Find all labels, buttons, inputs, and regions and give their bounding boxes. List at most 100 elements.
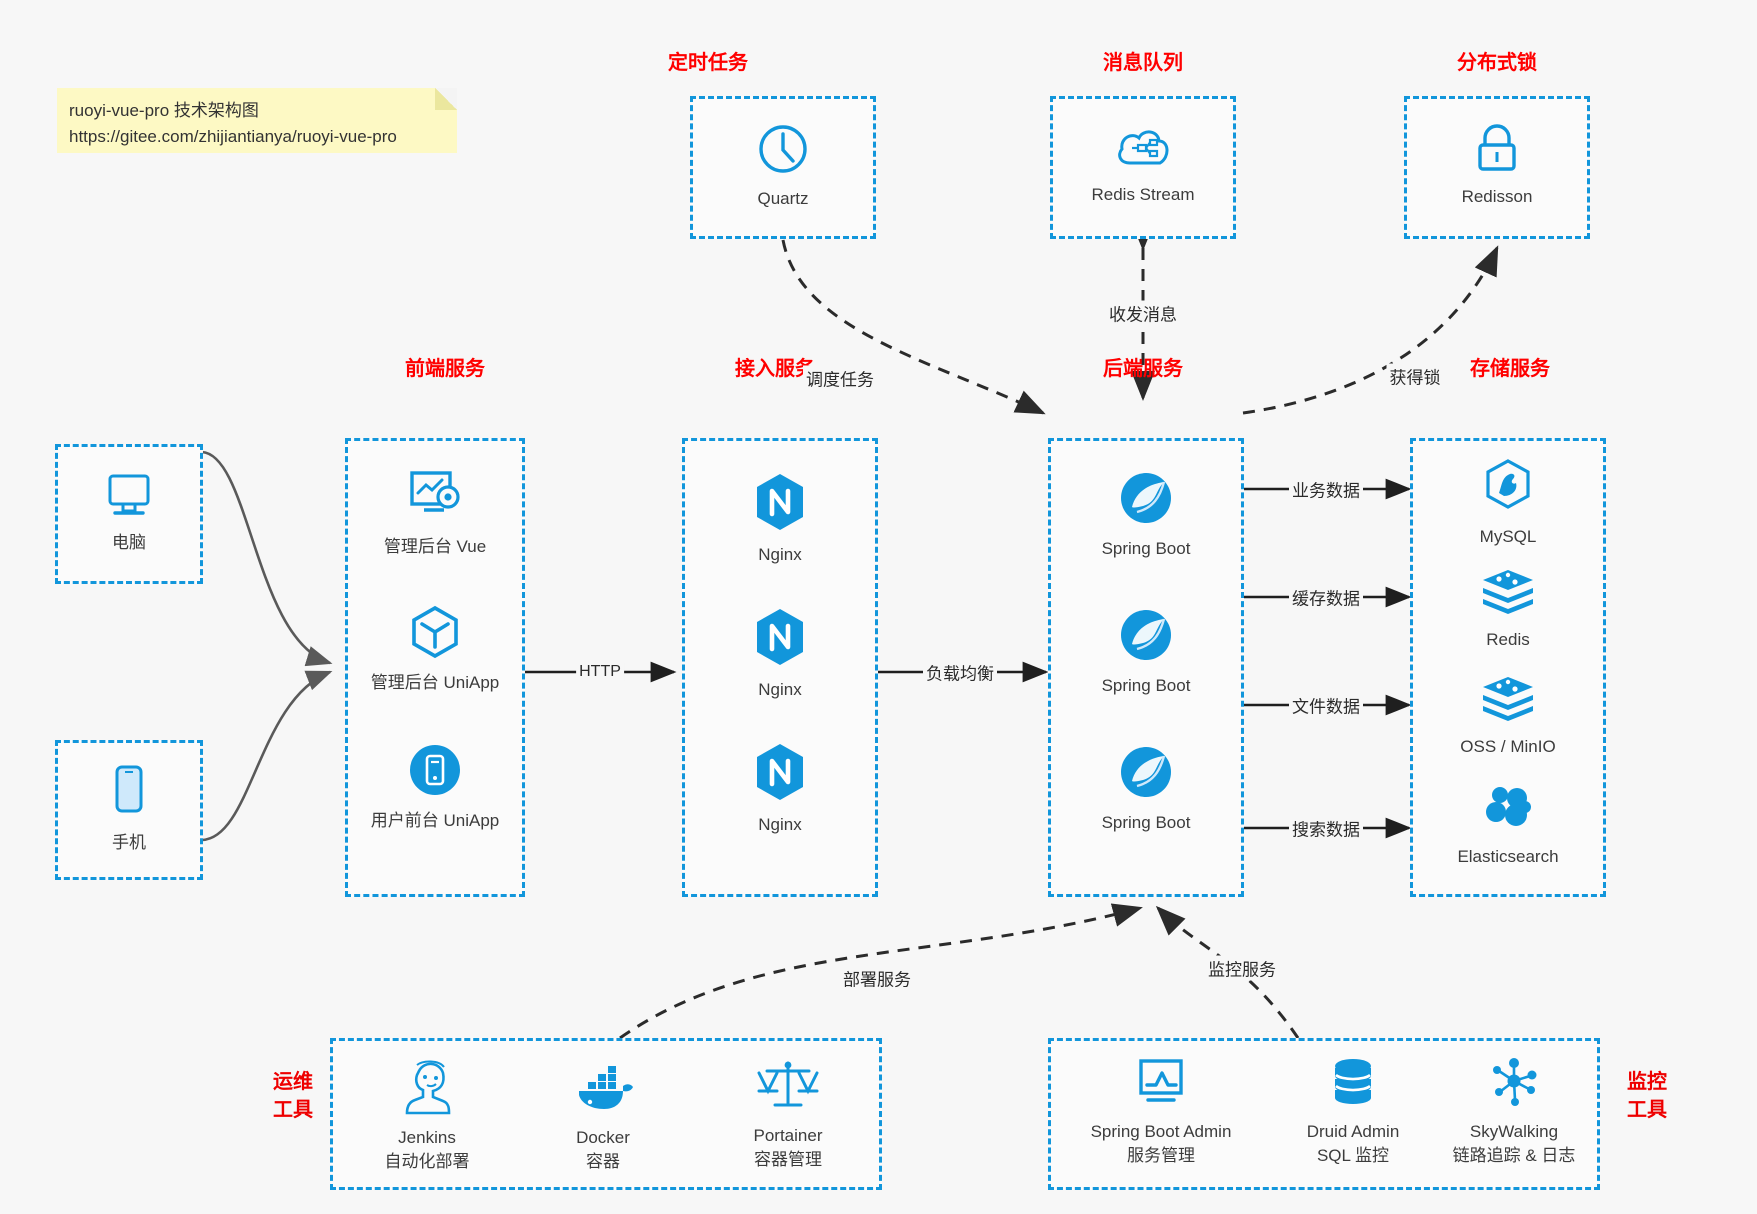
- edge-label-load-balance: 负载均衡: [923, 659, 997, 685]
- redis-icon: [1413, 566, 1603, 623]
- node-sublabel: SQL 监控: [1316, 1146, 1390, 1165]
- node-label: 用户前台 UniApp: [370, 811, 500, 830]
- devops-title-line1: 运维: [273, 1071, 313, 1093]
- node-oss-minio[interactable]: OSS / MinIO: [1413, 673, 1603, 758]
- spring-icon: [1051, 469, 1241, 532]
- node-label: Docker: [576, 1128, 630, 1147]
- group-title-message-queue: 消息队列: [1103, 52, 1183, 74]
- edge-label-send-receive-message: 收发消息: [1106, 300, 1180, 326]
- node-portainer[interactable]: Portainer 容器管理: [705, 1055, 871, 1172]
- lock-icon: [1407, 121, 1587, 180]
- node-user-uniapp[interactable]: 用户前台 UniApp: [348, 741, 522, 832]
- nginx-icon: [685, 606, 875, 673]
- devops-title-line2: 工具: [273, 1099, 313, 1121]
- group-title-distributed-lock: 分布式锁: [1457, 52, 1537, 74]
- node-label: 管理后台 Vue: [383, 537, 487, 556]
- node-label: Redis Stream: [1091, 185, 1195, 204]
- note-title: ruoyi-vue-pro 技术架构图: [69, 101, 259, 120]
- node-label: Druid Admin: [1306, 1122, 1400, 1141]
- clock-icon: [693, 121, 873, 182]
- node-admin-vue[interactable]: 管理后台 Vue: [348, 467, 522, 558]
- node-label: 手机: [112, 833, 146, 852]
- dashboard-settings-icon: [348, 467, 522, 530]
- spring-icon: [1051, 606, 1241, 669]
- node-sublabel: 服务管理: [1127, 1146, 1195, 1165]
- node-docker[interactable]: Docker 容器: [523, 1055, 683, 1174]
- group-box-distributed-lock: Redisson: [1404, 96, 1590, 239]
- group-title-backend: 后端服务: [1103, 358, 1183, 380]
- note-url: https://gitee.com/zhijiantianya/ruoyi-vu…: [69, 127, 397, 146]
- node-redis[interactable]: Redis: [1413, 566, 1603, 651]
- skywalking-icon: [1429, 1055, 1599, 1116]
- edge-label-schedule-task: 调度任务: [803, 365, 877, 391]
- node-jenkins[interactable]: Jenkins 自动化部署: [347, 1055, 507, 1174]
- node-sublabel: 自动化部署: [384, 1152, 470, 1171]
- edge-label-business-data: 业务数据: [1289, 476, 1363, 502]
- group-title-devops: 运维 工具: [258, 1068, 328, 1124]
- group-title-monitoring: 监控 工具: [1612, 1068, 1682, 1124]
- edge-label-monitor-service: 监控服务: [1205, 955, 1279, 981]
- edge-label-deploy-service: 部署服务: [840, 965, 914, 991]
- node-label: Elasticsearch: [1457, 847, 1559, 866]
- group-box-gateway: Nginx Nginx Nginx: [682, 438, 878, 897]
- node-label: Redis: [1486, 630, 1530, 649]
- monitoring-title-line2: 工具: [1627, 1099, 1667, 1121]
- group-box-devops: Jenkins 自动化部署 Docker 容器: [330, 1038, 882, 1190]
- group-box-client-desktop: 电脑: [55, 444, 203, 584]
- mysql-icon: [1413, 457, 1603, 520]
- edge-label-cache-data: 缓存数据: [1289, 584, 1363, 610]
- node-redisson[interactable]: Redisson: [1407, 121, 1587, 208]
- node-label: SkyWalking: [1469, 1122, 1559, 1141]
- edge-label-file-data: 文件数据: [1289, 692, 1363, 718]
- node-sublabel: 容器管理: [754, 1150, 822, 1169]
- node-mysql[interactable]: MySQL: [1413, 457, 1603, 548]
- node-label: Jenkins: [398, 1128, 456, 1147]
- phone-app-icon: [348, 741, 522, 804]
- jenkins-icon: [347, 1055, 507, 1122]
- node-quartz[interactable]: Quartz: [693, 121, 873, 210]
- group-title-gateway: 接入服务: [735, 358, 815, 380]
- node-label: Nginx: [758, 680, 802, 699]
- cube-icon: [348, 603, 522, 666]
- node-nginx-2[interactable]: Nginx: [685, 606, 875, 701]
- scales-icon: [705, 1055, 871, 1120]
- node-label: Spring Boot: [1101, 813, 1191, 832]
- cloud-stream-icon: [1053, 121, 1233, 178]
- node-spring-boot-1[interactable]: Spring Boot: [1051, 469, 1241, 560]
- spring-icon: [1051, 743, 1241, 806]
- group-box-monitoring: Spring Boot Admin 服务管理 D: [1048, 1038, 1600, 1190]
- node-label: Spring Boot: [1101, 676, 1191, 695]
- group-box-storage: MySQL Redis: [1410, 438, 1606, 897]
- docker-icon: [523, 1055, 683, 1122]
- node-elasticsearch[interactable]: Elasticsearch: [1413, 781, 1603, 868]
- node-desktop[interactable]: 电脑: [58, 469, 200, 554]
- monitoring-title-line1: 监控: [1627, 1071, 1667, 1093]
- node-druid-admin[interactable]: Druid Admin SQL 监控: [1273, 1055, 1433, 1168]
- nginx-icon: [685, 471, 875, 538]
- note-fold-icon: [435, 88, 457, 110]
- node-mobile[interactable]: 手机: [58, 763, 200, 854]
- node-redis-stream[interactable]: Redis Stream: [1053, 121, 1233, 206]
- node-label: Nginx: [758, 545, 802, 564]
- node-label: 管理后台 UniApp: [370, 673, 500, 692]
- group-title-frontend: 前端服务: [405, 358, 485, 380]
- edge-label-search-data: 搜索数据: [1289, 815, 1363, 841]
- node-label: 电脑: [112, 533, 146, 552]
- node-label: Redisson: [1461, 187, 1533, 206]
- node-sublabel: 容器: [586, 1152, 620, 1171]
- edge-label-http: HTTP: [576, 663, 624, 681]
- oss-icon: [1413, 673, 1603, 730]
- node-spring-boot-admin[interactable]: Spring Boot Admin 服务管理: [1061, 1055, 1261, 1168]
- node-label: Nginx: [758, 815, 802, 834]
- node-spring-boot-2[interactable]: Spring Boot: [1051, 606, 1241, 697]
- group-box-client-mobile: 手机: [55, 740, 203, 880]
- node-skywalking[interactable]: SkyWalking 链路追踪 & 日志: [1429, 1055, 1599, 1168]
- monitor-chart-icon: [1061, 1055, 1261, 1116]
- group-title-scheduled-task: 定时任务: [668, 52, 748, 74]
- node-spring-boot-3[interactable]: Spring Boot: [1051, 743, 1241, 834]
- group-title-storage: 存储服务: [1470, 358, 1550, 380]
- node-nginx-3[interactable]: Nginx: [685, 741, 875, 836]
- node-nginx-1[interactable]: Nginx: [685, 471, 875, 566]
- node-admin-uniapp[interactable]: 管理后台 UniApp: [348, 603, 522, 694]
- node-label: Portainer: [753, 1126, 823, 1145]
